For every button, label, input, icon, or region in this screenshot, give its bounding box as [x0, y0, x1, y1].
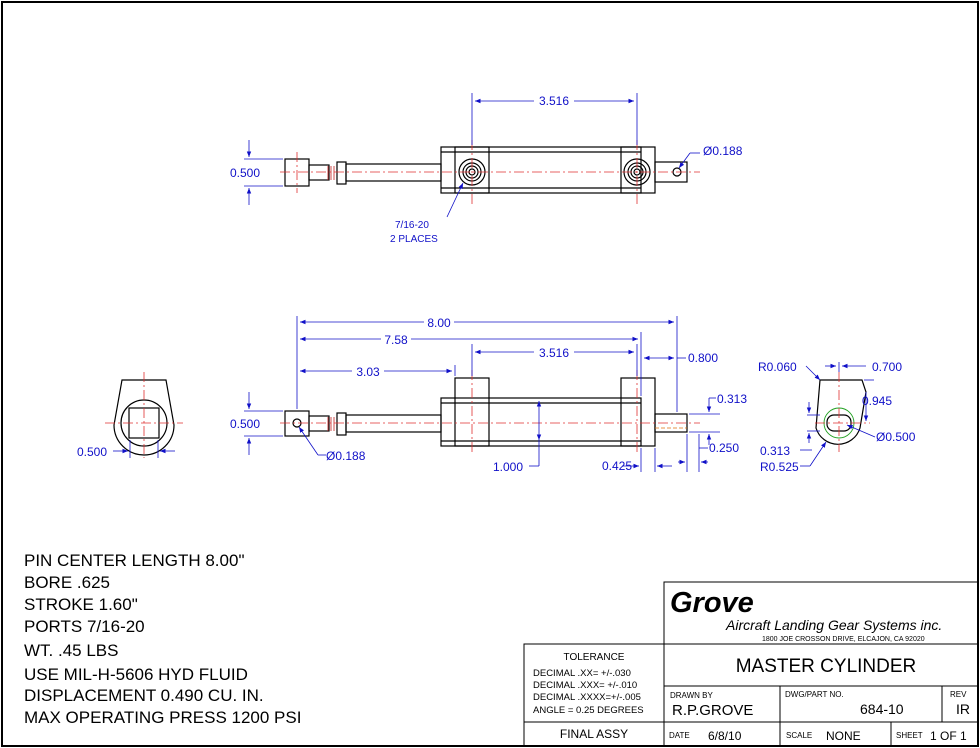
note-line: BORE .625	[24, 573, 110, 592]
company-name: Aircraft Landing Gear Systems inc.	[725, 617, 942, 633]
note-line: USE MIL-H-5606 HYD FLUID	[24, 665, 248, 684]
top-rod-dia-dim: 0.500	[230, 166, 260, 180]
side-pivot-span-dim: 3.516	[539, 346, 569, 360]
length-7-58-dim: 7.58	[384, 333, 408, 347]
tab-height-detail-dim: 0.945	[862, 394, 892, 408]
port-note-thread: 7/16-20	[395, 220, 429, 231]
tab-hole-dia-dim: Ø0.500	[876, 430, 916, 444]
tolerance-line: DECIMAL .XXX= +/-.010	[533, 680, 637, 691]
dwg-label: DWG/PART NO.	[785, 690, 844, 699]
rev-value: IR	[956, 701, 970, 717]
block-dim: 0.425	[602, 459, 632, 473]
company-address: 1800 JOE CROSSON DRIVE, ELCAJON, CA 9202…	[762, 636, 925, 643]
body-dim: 1.000	[493, 460, 523, 474]
status-label: FINAL ASSY	[560, 727, 628, 741]
tab-width-dim: 0.700	[872, 360, 902, 374]
tab-radius-large-dim: R0.525	[760, 460, 799, 474]
scale-label: SCALE	[786, 731, 812, 740]
side-hole-dia-dim: Ø0.188	[326, 449, 366, 463]
dwg-number: 684-10	[860, 701, 904, 717]
drawn-by-label: DRAWN BY	[670, 691, 713, 700]
scale-value: NONE	[826, 729, 861, 743]
end-view: 0.500	[77, 372, 183, 459]
drawn-by: R.P.GROVE	[672, 702, 753, 719]
note-line: MAX OPERATING PRESS 1200 PSI	[24, 708, 301, 727]
sheet-label: SHEET	[896, 731, 923, 740]
tolerance-line: ANGLE = 0.25 DEGREES	[533, 705, 644, 716]
top-hole-dia-dim: Ø0.188	[703, 144, 743, 158]
tolerance-line: DECIMAL .XXXX=+/-.005	[533, 692, 641, 703]
tab-height-dim: 0.313	[717, 392, 747, 406]
note-line: DISPLACEMENT 0.490 CU. IN.	[24, 686, 264, 705]
note-line: PORTS 7/16-20	[24, 617, 145, 636]
title-block	[523, 581, 979, 747]
tab-length-dim: 0.800	[688, 351, 718, 365]
date-label: DATE	[669, 731, 690, 740]
company-logo: Grove	[670, 587, 754, 619]
note-line: WT. .45 LBS	[24, 641, 118, 660]
tab-thickness-dim: 0.250	[709, 441, 739, 455]
title-block-text: Grove Aircraft Landing Gear Systems inc.…	[533, 587, 970, 743]
length-3-03-dim: 3.03	[356, 365, 380, 379]
tolerance-line: DECIMAL .XX= +/-.030	[533, 668, 631, 679]
tab-radius-small-dim: R0.060	[758, 360, 797, 374]
rev-label: REV	[950, 690, 967, 699]
port-note-qty: 2 PLACES	[390, 234, 438, 245]
date-value: 6/8/10	[708, 729, 742, 743]
sheet-value: 1 OF 1	[930, 729, 967, 743]
tolerance-header: TOLERANCE	[564, 652, 625, 663]
note-line: PIN CENTER LENGTH 8.00"	[24, 551, 244, 570]
top-pivot-span-dim: 3.516	[539, 94, 569, 108]
drawing-title: MASTER CYLINDER	[736, 656, 917, 677]
tab-offset-dim: 0.313	[760, 444, 790, 458]
tab-detail-view: R0.060 0.700 0.945 Ø0.500 0.313 R0.525	[758, 360, 916, 474]
note-line: STROKE 1.60"	[24, 595, 138, 614]
side-rod-dia-dim: 0.500	[230, 417, 260, 431]
top-view: 3.516 0.500 Ø0.188 7/16-20 2 PLACES	[230, 93, 743, 245]
general-notes: PIN CENTER LENGTH 8.00" BORE .625 STROKE…	[24, 551, 301, 727]
side-view: 8.00 7.58 3.03 3.516 0.800 0.500 Ø0.188 …	[230, 316, 747, 474]
end-width-dim: 0.500	[77, 445, 107, 459]
pin-center-length-dim: 8.00	[427, 316, 451, 330]
